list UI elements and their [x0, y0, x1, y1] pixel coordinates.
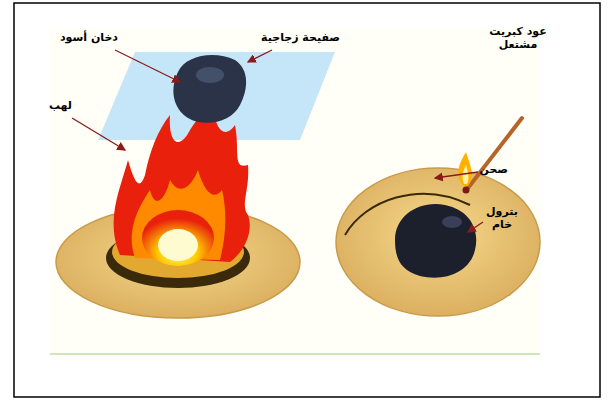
- dish-label: صحن: [480, 164, 508, 177]
- plate-label: صفيحة زجاجية: [261, 32, 340, 45]
- match-label: عود كبريت مشتعل: [488, 26, 548, 51]
- flame-label: لهب: [49, 100, 72, 113]
- oil-label: بترول خام: [480, 206, 524, 231]
- panel: [50, 28, 540, 354]
- smoke-label: دخان أسود: [60, 32, 118, 45]
- frame: [14, 3, 600, 397]
